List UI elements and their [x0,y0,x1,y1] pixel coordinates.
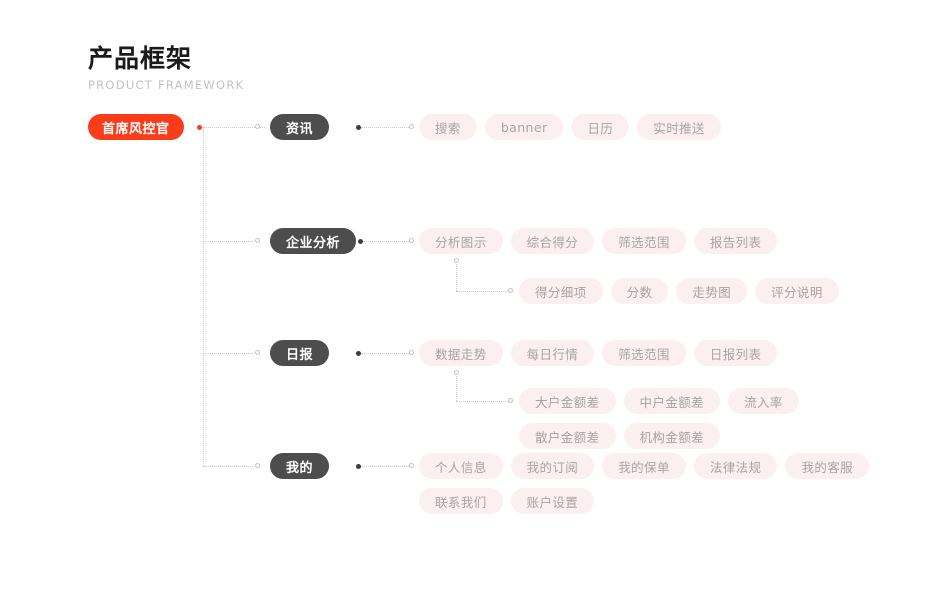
root-to-node-line [202,127,265,128]
leaf-pill-b0-3[interactable]: 实时推送 [637,114,721,140]
category-node-2[interactable]: 日报 [270,340,330,366]
leaf-row-3-inlet-dot [409,463,414,468]
leaf-row-1: 分析图示综合得分筛选范围报告列表 [419,228,889,254]
leaf-pill-b3-1[interactable]: 我的订阅 [510,453,595,479]
node-0-to-leaf-line [361,127,409,128]
node-0-inlet-dot [255,124,260,129]
leaf-pill-b3-4[interactable]: 我的客服 [785,453,870,479]
leaf-pill-b3-2[interactable]: 我的保单 [602,453,686,479]
node-2-outlet-dot [356,351,361,356]
category-node-3[interactable]: 我的 [270,453,330,479]
leaf-row-2: 数据走势每日行情筛选范围日报列表 [419,340,889,366]
node-1-outlet-dot [358,239,363,244]
leaf-pill-b0-2[interactable]: 日历 [571,114,630,140]
leaf-pill-b1-2[interactable]: 筛选范围 [602,228,686,254]
page-title: 产品框架 [88,44,193,73]
node-2-inlet-dot [255,350,260,355]
leaf-pill-b3-0[interactable]: 个人信息 [419,453,503,479]
sub-leaf-pill-b2-0[interactable]: 大户金额差 [519,388,616,414]
header: 产品框架 PRODUCT FRAMEWORK [88,44,244,93]
node-2-to-leaf-line [361,353,409,354]
leaf-pill-b3-6[interactable]: 账户设置 [510,488,595,514]
leaf-pill-b1-1[interactable]: 综合得分 [510,228,595,254]
leaf-pill-b3-3[interactable]: 法律法规 [693,453,778,479]
leaf-pill-b2-2[interactable]: 筛选范围 [602,340,686,366]
leaf-pill-b3-5[interactable]: 联系我们 [419,488,503,514]
leaf-row-0-inlet-dot [409,124,414,129]
sub-branch-2-end-dot [508,398,513,403]
sub-branch-2-start-dot [454,370,459,375]
branch-line-2 [203,353,253,354]
node-1-inlet-dot [255,238,260,243]
category-node-0[interactable]: 资讯 [270,114,330,140]
leaf-row-2-inlet-dot [409,350,414,355]
sub-leaf-pill-b2-3[interactable]: 散户金额差 [519,423,616,449]
leaf-pill-b2-0[interactable]: 数据走势 [419,340,503,366]
sub-leaf-pill-b1-0[interactable]: 得分细项 [519,278,603,304]
category-node-1[interactable]: 企业分析 [270,228,357,254]
sub-branch-2-horizontal-line [456,401,508,402]
leaf-row-3: 个人信息我的订阅我的保单法律法规我的客服联系我们账户设置 [419,453,884,514]
node-3-inlet-dot [255,463,260,468]
leaf-pill-b1-3[interactable]: 报告列表 [693,228,778,254]
sub-leaf-pill-b2-2[interactable]: 流入率 [728,388,799,414]
root-node-chief-risk-officer[interactable]: 首席风控官 [88,114,184,140]
leaf-row-1-inlet-dot [409,238,414,243]
branch-line-3 [203,466,253,467]
branch-line-1 [203,241,253,242]
leaf-pill-b2-3[interactable]: 日报列表 [693,340,778,366]
node-3-to-leaf-line [361,466,409,467]
node-0-outlet-dot [356,125,361,130]
sub-branch-1-horizontal-line [456,291,508,292]
root-connector-dot [197,125,202,130]
leaf-pill-b1-0[interactable]: 分析图示 [419,228,503,254]
node-3-outlet-dot [356,464,361,469]
leaf-row-0: 搜索 banner 日历实时推送 [419,114,889,140]
sub-leaf-pill-b1-3[interactable]: 评分说明 [755,278,839,304]
sub-leaf-pill-b1-2[interactable]: 走势图 [676,278,748,304]
sub-leaf-pill-b2-1[interactable]: 中户金额差 [623,388,721,414]
sub-branch-1-start-dot [454,258,459,263]
main-trunk-line [203,127,204,466]
sub-leaf-pill-b2-4[interactable]: 机构金额差 [623,423,721,449]
sub-branch-1-end-dot [508,288,513,293]
page-subtitle: PRODUCT FRAMEWORK [88,78,245,92]
sub-leaf-pill-b1-1[interactable]: 分数 [610,278,669,304]
sub-branch-1-vertical-line [456,264,457,291]
sub-leaf-row-2: 大户金额差中户金额差流入率散户金额差机构金额差 [519,388,879,449]
leaf-pill-b2-1[interactable]: 每日行情 [510,340,595,366]
node-1-to-leaf-line [363,241,409,242]
sub-branch-2-vertical-line [456,376,457,401]
leaf-pill-b0-1[interactable]: banner [484,114,564,140]
sub-leaf-row-1: 得分细项分数走势图评分说明 [519,278,899,304]
leaf-pill-b0-0[interactable]: 搜索 [419,114,477,140]
